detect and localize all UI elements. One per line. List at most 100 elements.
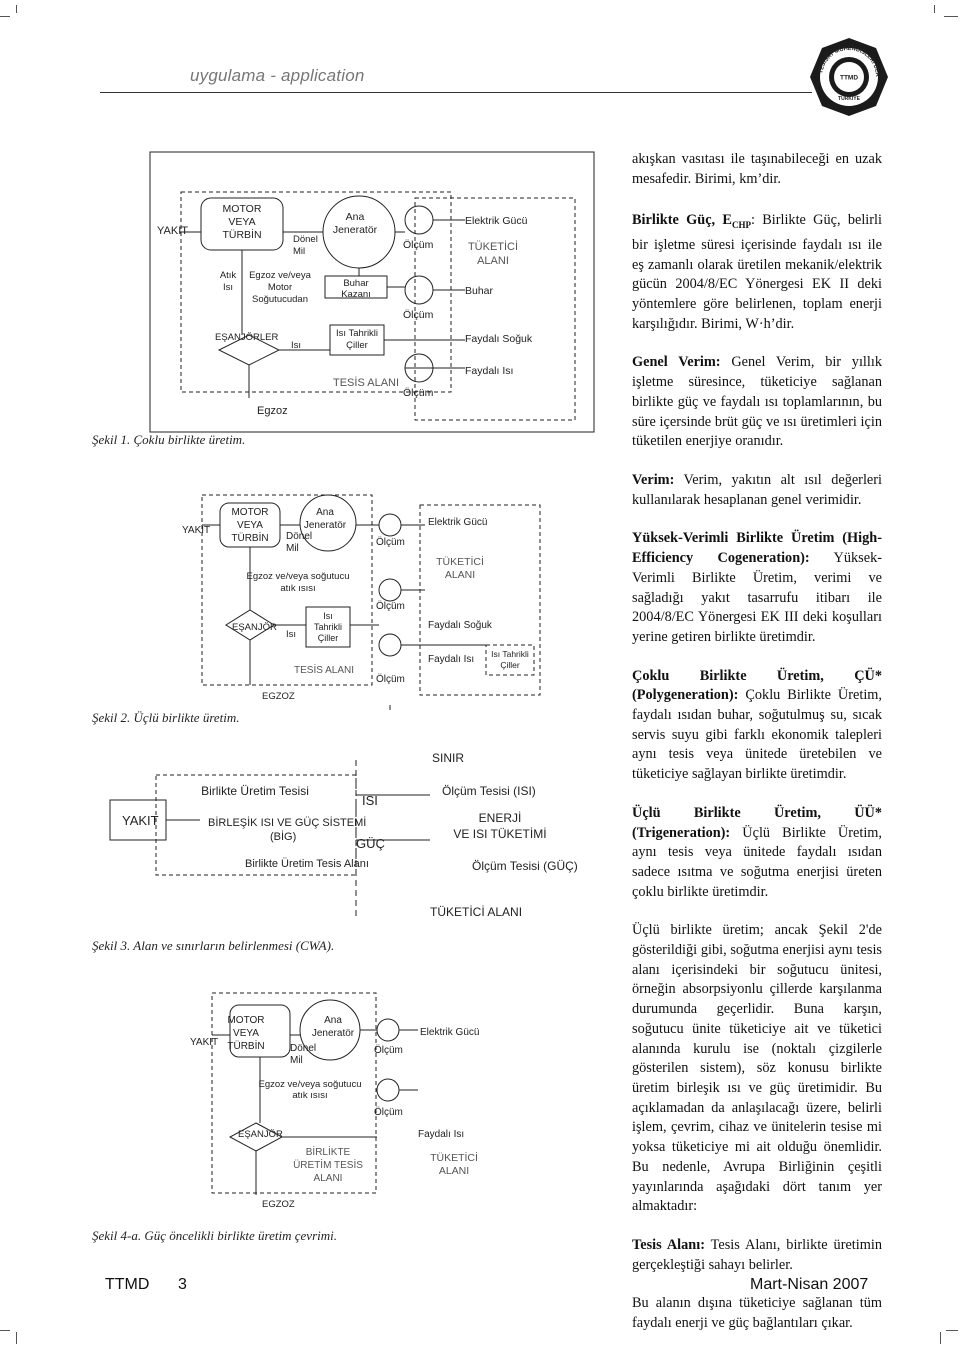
fig2-meter-1 — [378, 513, 402, 537]
svg-text:Egzoz ve/veya: Egzoz ve/veya — [249, 270, 311, 281]
svg-text:BİRLİKTE: BİRLİKTE — [306, 1145, 351, 1158]
crop-mark — [16, 1332, 17, 1344]
fig2-consumer-area — [419, 504, 541, 696]
paragraph-tesis-alani: Tesis Alanı: Tesis Alanı, birlikte üreti… — [632, 1236, 882, 1273]
svg-text:(BİG): (BİG) — [270, 830, 296, 843]
svg-text:MOTOR: MOTOR — [223, 203, 262, 215]
svg-text:YAKIT: YAKIT — [182, 525, 210, 536]
svg-text:Jeneratör: Jeneratör — [333, 224, 378, 236]
svg-text:TTMD: TTMD — [840, 75, 858, 82]
svg-text:Egzoz: Egzoz — [257, 405, 288, 417]
crop-mark — [0, 16, 10, 17]
svg-text:Ölçüm: Ölçüm — [374, 1106, 403, 1118]
svg-text:Çiller: Çiller — [500, 660, 520, 670]
svg-text:TÜKETİCİ ALANI: TÜKETİCİ ALANI — [430, 905, 522, 919]
svg-text:Ana: Ana — [346, 211, 365, 223]
fig2-meter-2 — [378, 578, 402, 602]
svg-text:Ölçüm: Ölçüm — [376, 600, 405, 612]
figure-4-caption: Şekil 4-a. Güç öncelikli birlikte üretim… — [92, 1228, 337, 1243]
svg-text:EŞANJÖRLER: EŞANJÖRLER — [215, 332, 278, 343]
paragraph-yuksek-verimli: Yüksek-Verimli Birlikte Üretim (High-Eff… — [632, 530, 882, 645]
svg-text:Tahrikli: Tahrikli — [314, 622, 342, 632]
crop-mark — [934, 5, 935, 13]
svg-text:Buhar: Buhar — [343, 278, 368, 289]
svg-text:atık ısısı: atık ısısı — [292, 1090, 327, 1101]
paragraph-aciklama: Üçlü birlikte üretim; ancak Şekil 2'de g… — [632, 922, 882, 1215]
svg-text:TÜRBİN: TÜRBİN — [222, 228, 261, 241]
svg-text:Atık: Atık — [220, 270, 237, 281]
svg-text:Isı: Isı — [323, 611, 333, 621]
figure-1-caption: Şekil 1. Çoklu birlikte üretim. — [92, 432, 246, 447]
svg-text:Ölçüm: Ölçüm — [403, 239, 434, 251]
svg-text:VEYA: VEYA — [228, 216, 255, 228]
svg-text:VEYA: VEYA — [233, 1028, 259, 1039]
svg-text:Motor: Motor — [268, 282, 292, 293]
text-column: akışkan vasıtası ile taşınabileceği en u… — [632, 150, 882, 1334]
fig2-meter-3 — [378, 633, 402, 657]
svg-text:Isı Tahrikli: Isı Tahrikli — [491, 649, 529, 659]
crop-mark — [16, 5, 17, 13]
figure-3-caption: Şekil 3. Alan ve sınırların belirlenmesi… — [92, 938, 335, 953]
svg-text:YAKIT: YAKIT — [122, 813, 159, 828]
svg-text:MOTOR: MOTOR — [227, 1015, 264, 1026]
svg-text:Ölçüm: Ölçüm — [374, 1044, 403, 1056]
footer-journal: TTMD — [105, 1276, 150, 1293]
section-header: uygulama - application — [190, 66, 365, 85]
svg-text:YAKIT: YAKIT — [190, 1037, 218, 1048]
svg-text:Isı Tahrikli: Isı Tahrikli — [336, 328, 378, 339]
fig4-meter-1 — [376, 1018, 400, 1042]
svg-text:Faydalı Isı: Faydalı Isı — [428, 654, 474, 665]
svg-text:Egzoz ve/veya soğutucu: Egzoz ve/veya soğutucu — [259, 1079, 362, 1090]
paragraph-baglanti: Bu alanın dışına tüketiciye sağlanan tüm… — [632, 1295, 882, 1332]
svg-text:Egzoz ve/veya soğutucu: Egzoz ve/veya soğutucu — [247, 571, 350, 582]
svg-text:Isı: Isı — [291, 340, 301, 351]
figure-2-diagram: YAKIT MOTOR VEYA TÜRBİN Dönel Mil Ana Je… — [182, 494, 541, 710]
svg-text:Elektrik Gücü: Elektrik Gücü — [465, 215, 528, 227]
fig2-generator — [299, 494, 357, 552]
svg-text:ALANI: ALANI — [439, 1165, 469, 1177]
footer-issue: Mart-Nisan 2007 — [750, 1276, 869, 1293]
svg-text:Elektrik Gücü: Elektrik Gücü — [428, 517, 487, 528]
fig1-frame — [149, 151, 595, 433]
paragraph-birlikte-guc: Birlikte Güç, ECHP: Birlikte Güç, belirl… — [632, 212, 882, 332]
svg-text:Ana: Ana — [316, 507, 334, 518]
figure-1-diagram: YAKIT MOTOR VEYA TÜRBİN Dönel Mil Ana Je… — [149, 151, 595, 433]
svg-text:Dönel: Dönel — [293, 234, 318, 245]
svg-text:Mil: Mil — [286, 543, 299, 554]
svg-text:Faydalı Soğuk: Faydalı Soğuk — [428, 620, 493, 631]
paragraph-verim: Verim: Verim, yakıtın alt ısıl değerleri… — [632, 472, 882, 508]
svg-text:Çiller: Çiller — [346, 340, 368, 351]
svg-text:GÜÇ: GÜÇ — [356, 836, 385, 851]
svg-text:TÜRBİN: TÜRBİN — [227, 1039, 264, 1052]
svg-text:Dönel: Dönel — [290, 1043, 316, 1054]
svg-text:ÜRETİM TESİS: ÜRETİM TESİS — [293, 1158, 363, 1171]
fig1-plant-area — [180, 191, 452, 393]
svg-text:EGZOZ: EGZOZ — [262, 1199, 295, 1210]
svg-text:Ölçüm: Ölçüm — [376, 673, 405, 685]
fig3-plant-boundary — [155, 774, 357, 876]
svg-text:YAKIT: YAKIT — [157, 225, 188, 237]
crop-mark — [946, 1330, 958, 1331]
svg-text:TÜRBİN: TÜRBİN — [231, 531, 268, 544]
figure-2-caption: Şekil 2. Üçlü birlikte üretim. — [92, 710, 240, 725]
fig2-chiller-box — [305, 606, 351, 648]
svg-text:Ana: Ana — [324, 1015, 342, 1026]
fig1-meter-1 — [404, 205, 434, 235]
crop-mark — [944, 16, 958, 17]
fig2-plant-area — [201, 494, 373, 686]
svg-text:ISI: ISI — [362, 793, 378, 808]
paragraph-mesafe: akışkan vasıtası ile taşınabileceği en u… — [632, 151, 882, 187]
paragraph-coklu-uretim: Çoklu Birlikte Üretim, ÇÜ* (Polygenerati… — [632, 667, 882, 783]
header-rule — [100, 92, 812, 93]
figure-3-diagram: YAKIT Birlikte Üretim Tesisi BİRLEŞİK IS… — [109, 751, 578, 920]
svg-text:Jeneratör: Jeneratör — [312, 1028, 355, 1039]
svg-text:Ölçüm: Ölçüm — [403, 387, 434, 399]
fig1-meter-2 — [404, 275, 434, 305]
svg-text:Kazanı: Kazanı — [341, 289, 371, 300]
svg-text:atık ısısı: atık ısısı — [280, 583, 315, 594]
svg-text:MOTOR: MOTOR — [231, 507, 268, 518]
ttmd-logo: TÜRK TESİSAT MÜHENDİSLERİ DERNEĞİ TÜRKİY… — [808, 36, 888, 116]
svg-text:SINIR: SINIR — [432, 751, 464, 765]
svg-text:Faydalı Isı: Faydalı Isı — [418, 1129, 464, 1140]
svg-text:Birlikte Üretim Tesis Alanı: Birlikte Üretim Tesis Alanı — [245, 858, 369, 870]
